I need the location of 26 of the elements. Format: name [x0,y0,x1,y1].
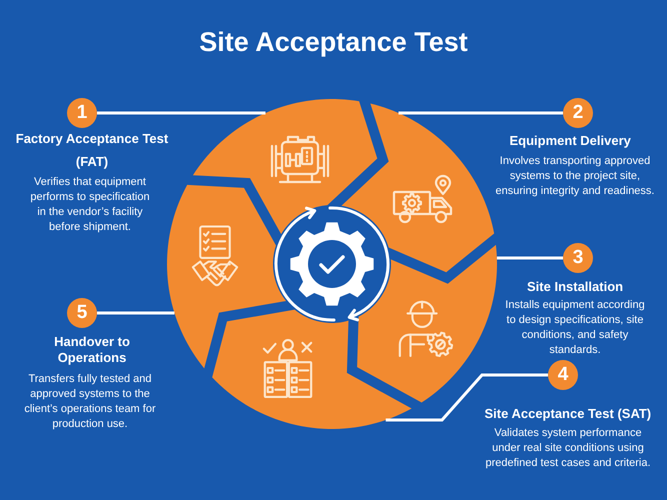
leader-line [97,112,266,114]
step-number: 1 [67,98,97,128]
step-title: Handover to Operations [53,334,131,366]
pie-segment [341,103,495,273]
step-description: Verifies that equipment performs to specification in the vendor’s facility before shipment. [29,175,151,235]
step-description: Installs equipment according to design specifications, site conditions, and safety standards. [504,298,646,358]
step-title: Factory Acceptance Test (FAT) [14,130,170,171]
step-title: Site Installation [527,279,624,295]
step-number: 4 [548,360,578,390]
pie-segment [357,244,497,403]
step-description: Involves transporting approved systems to the project site, ensuring integrity and readiness. [494,154,656,199]
leader-line [97,312,174,314]
step-title: Site Acceptance Test (SAT) [484,406,652,422]
pie-segment [192,99,378,235]
step-number: 5 [67,298,97,328]
step-description: Transfers fully tested and approved systems to the client’s operations team for production use. [23,372,157,432]
step-number: 3 [563,243,593,273]
leader-line [386,374,548,422]
step-number: 2 [563,98,593,128]
step-title: Equipment Delivery [510,133,631,149]
pie-segment [167,184,287,369]
step-description: Validates system performance under real site conditions using predefined test cases and criteria. [484,426,652,471]
leader-line [496,256,563,260]
leader-line [398,112,563,114]
page-title: Site Acceptance Test [198,26,469,59]
pie-segment [212,309,412,429]
